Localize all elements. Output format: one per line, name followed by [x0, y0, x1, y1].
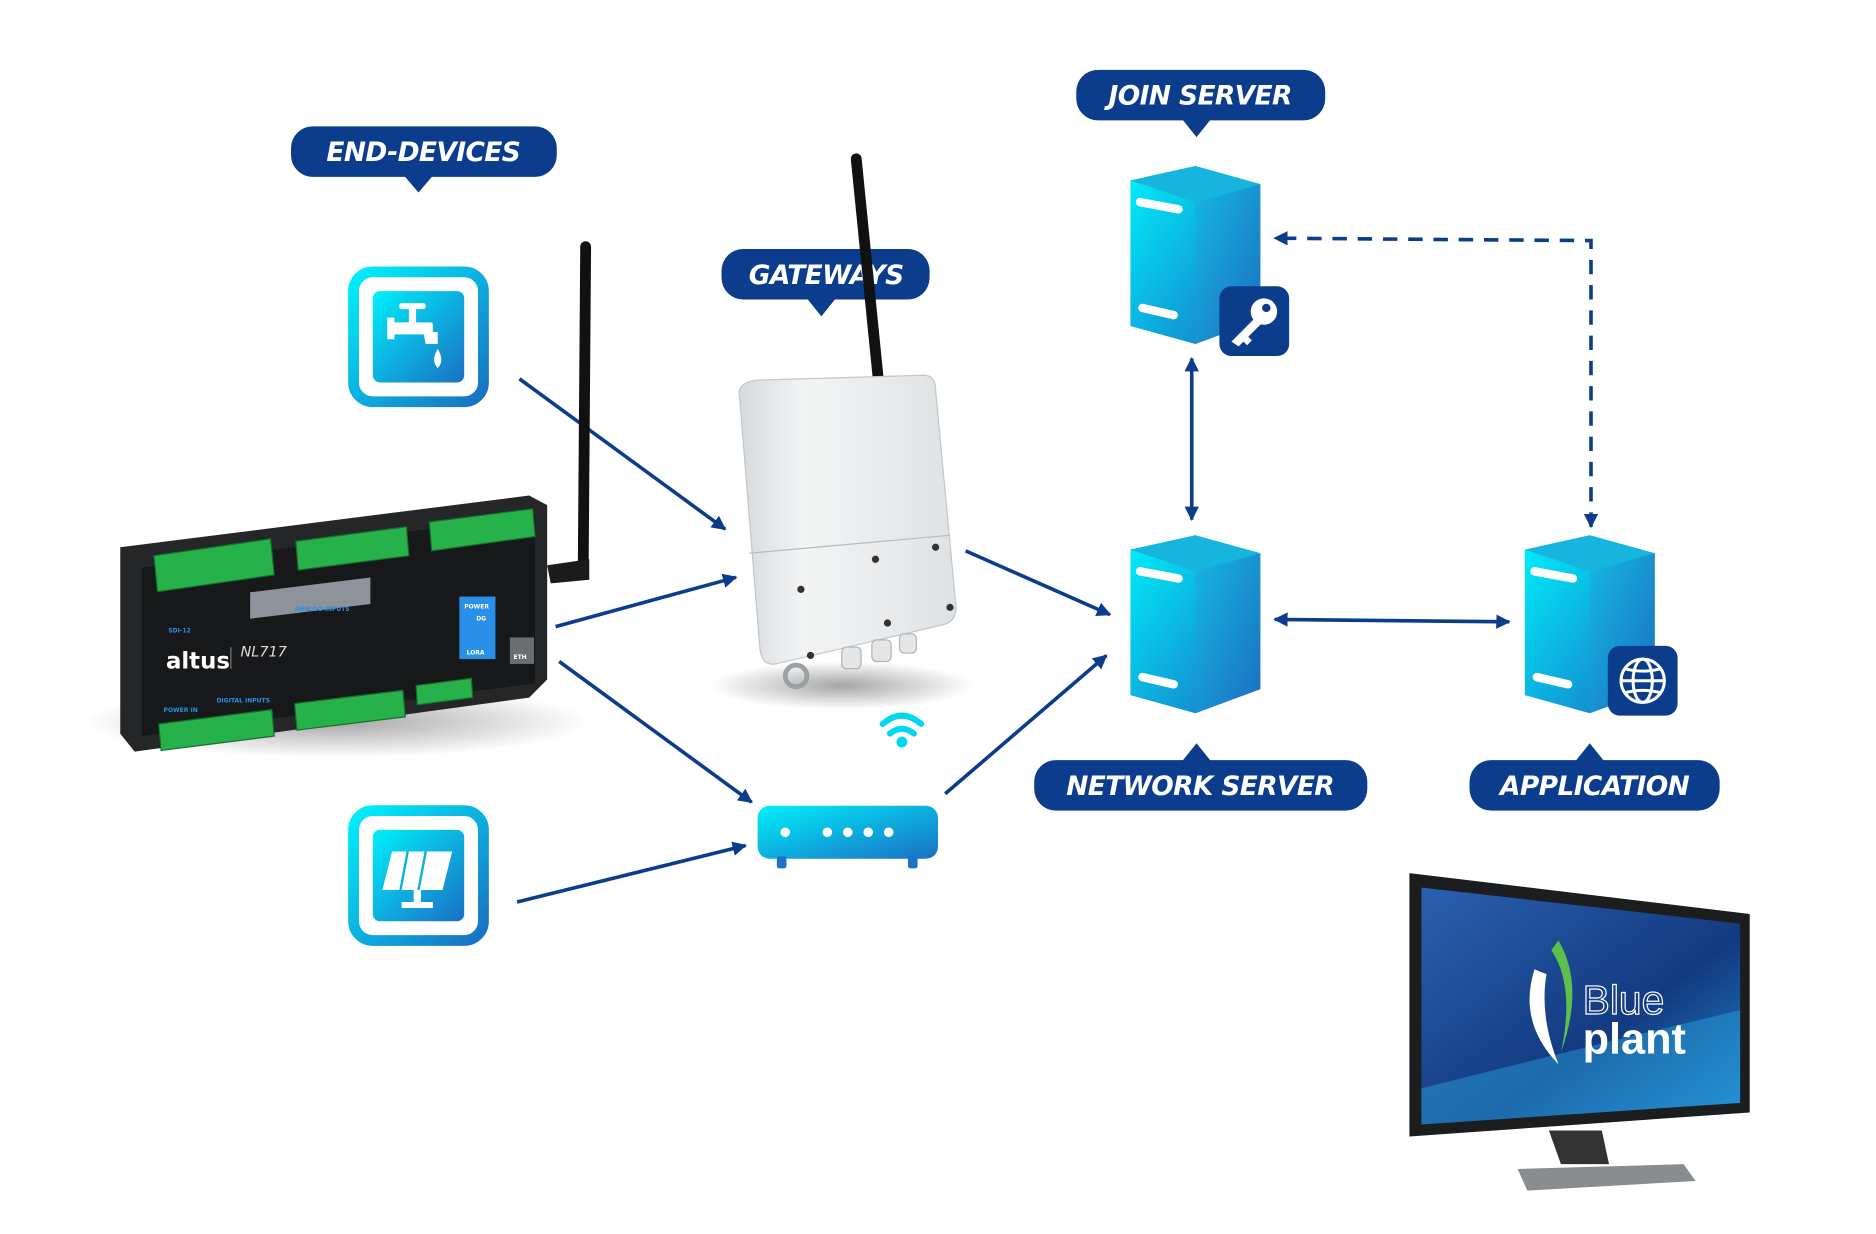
application-server-icon: [1525, 535, 1678, 715]
label-join-server-text: JOIN SERVER: [1104, 81, 1292, 112]
altus-nl717-device: POWER DG LORA ETH ANALOG INPUTS SDI-12 D…: [84, 241, 592, 758]
label-gateways: GATEWAYS: [721, 249, 930, 317]
plc-eth-label: ETH: [513, 654, 526, 661]
arrow-plc-to-gateway: [555, 573, 738, 629]
blueplant-logo-top: Blue: [1583, 977, 1665, 1023]
wifi-router: [757, 712, 938, 869]
label-gateways-text: GATEWAYS: [749, 260, 904, 291]
connections: [516, 231, 1599, 904]
arrow-router-to-network-server: [944, 654, 1108, 796]
solar-panel-icon: [382, 851, 453, 909]
plc-sdi-label: SDI-12: [168, 628, 190, 635]
antenna-icon: [850, 153, 884, 381]
key-icon: [1231, 298, 1278, 347]
blueplant-logo-bottom: plant: [1583, 1016, 1686, 1064]
plc-lora-led-label: LORA: [467, 649, 485, 656]
arrow-water-device-to-gateway: [518, 377, 727, 531]
label-network-server: NETWORK SERVER: [1034, 743, 1368, 811]
network-server-icon: [1130, 535, 1260, 713]
wifi-icon: [879, 712, 925, 748]
globe-icon: [1619, 657, 1666, 704]
plc-power-in-label: POWER IN: [164, 707, 198, 714]
label-end-devices: END-DEVICES: [291, 126, 557, 193]
end-device-water-chip: [316, 235, 520, 439]
antenna-icon: [577, 241, 592, 571]
plc-analog-inputs-label: ANALOG INPUTS: [295, 606, 350, 613]
plc-model-label: NL717: [241, 645, 288, 661]
plc-power-led-label: POWER: [464, 604, 489, 611]
plc-dg-led-label: DG: [476, 616, 486, 623]
faucet-icon: [387, 303, 442, 369]
lora-gateway-device: [709, 153, 975, 710]
label-end-devices-text: END-DEVICES: [326, 137, 520, 168]
join-server-icon: [1130, 166, 1290, 357]
altus-logo: altus: [166, 649, 230, 675]
arrow-solar-device-to-router: [516, 841, 747, 904]
dashed-arrow-application-join-server: [1273, 231, 1599, 529]
arrow-plc-to-router: [558, 660, 753, 804]
end-device-solar-chip: [316, 773, 520, 977]
label-application: APPLICATION: [1469, 743, 1720, 811]
label-join-server: JOIN SERVER: [1076, 69, 1326, 138]
label-network-server-text: NETWORK SERVER: [1066, 771, 1334, 802]
blueplant-monitor: Blue plant: [1409, 873, 1750, 1191]
arrow-network-application-server: [1273, 612, 1511, 629]
blueplant-logo: Blue plant: [1529, 940, 1686, 1065]
label-application-text: APPLICATION: [1498, 771, 1690, 802]
plc-digital-inputs-label: DIGITAL INPUTS: [216, 697, 270, 704]
arrow-gateway-to-network-server: [964, 549, 1112, 617]
